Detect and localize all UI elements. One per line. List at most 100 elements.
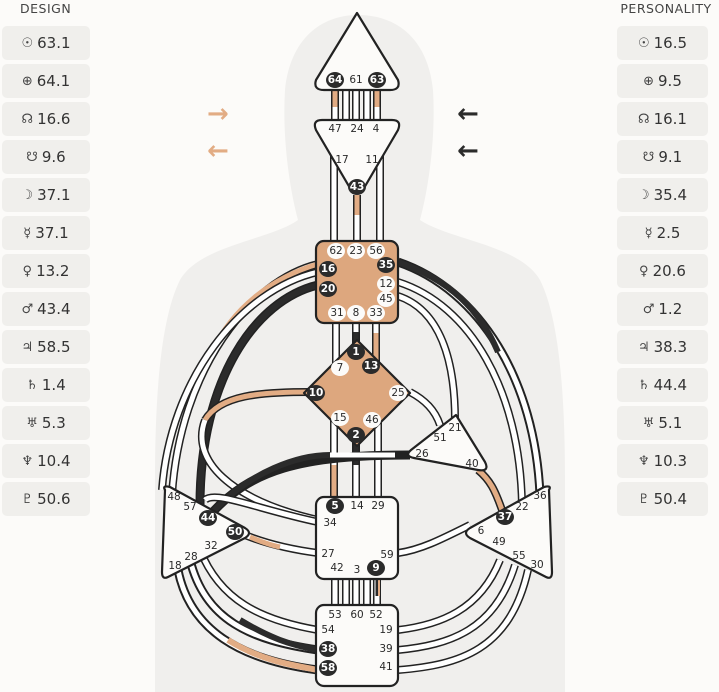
gate-59[interactable]: 59: [380, 549, 393, 561]
design-planet-neptune[interactable]: ♆10.4: [2, 444, 90, 478]
personality-planet-saturn[interactable]: ♄44.4: [617, 368, 708, 402]
personality-planet-north-node[interactable]: ☊16.1: [617, 102, 708, 136]
gate-55[interactable]: 55: [512, 550, 525, 562]
gate-38[interactable]: 38: [319, 641, 337, 657]
gate-51[interactable]: 51: [433, 432, 446, 444]
gate-43[interactable]: 43: [348, 179, 366, 195]
svg-text:22: 22: [515, 501, 528, 513]
design-planet-moon[interactable]: ☽37.1: [2, 178, 90, 212]
gate-10[interactable]: 10: [307, 385, 325, 401]
design-planet-south-node[interactable]: ☋9.6: [2, 140, 90, 174]
gate-26[interactable]: 26: [415, 448, 429, 460]
gate-36[interactable]: 36: [533, 490, 547, 502]
gate-20[interactable]: 20: [319, 281, 337, 297]
gate-25[interactable]: 25: [389, 385, 407, 401]
design-planet-venus[interactable]: ♀13.2: [2, 254, 90, 288]
gate-24[interactable]: 24: [350, 123, 364, 135]
gate-27[interactable]: 27: [321, 548, 334, 560]
heart-center[interactable]: [407, 413, 488, 472]
gate-1[interactable]: 1: [347, 344, 365, 360]
gate-12[interactable]: 12: [377, 276, 395, 292]
gate-15[interactable]: 15: [331, 410, 349, 426]
design-planet-jupiter[interactable]: ♃58.5: [2, 330, 90, 364]
sacral-center[interactable]: [314, 495, 400, 581]
gate-16[interactable]: 16: [319, 261, 337, 277]
gate-21[interactable]: 21: [448, 422, 461, 434]
gate-64[interactable]: 64: [326, 72, 344, 88]
gate-58[interactable]: 58: [319, 660, 337, 676]
gate-23[interactable]: 23: [347, 243, 365, 259]
design-planet-sun[interactable]: ☉63.1: [2, 26, 90, 60]
personality-planet-jupiter[interactable]: ♃38.3: [617, 330, 708, 364]
gate-56[interactable]: 56: [367, 243, 385, 259]
gate-31[interactable]: 31: [328, 305, 346, 321]
gate-6[interactable]: 6: [478, 525, 485, 537]
gate-4[interactable]: 4: [373, 123, 380, 135]
svg-text:13: 13: [364, 360, 379, 372]
gate-7[interactable]: 7: [331, 360, 349, 376]
gate-40[interactable]: 40: [465, 458, 478, 470]
gate-18[interactable]: 18: [168, 560, 181, 572]
gate-53[interactable]: 53: [328, 609, 341, 621]
gate-37[interactable]: 37: [496, 509, 514, 525]
personality-planet-uranus[interactable]: ♅5.1: [617, 406, 708, 440]
gate-30[interactable]: 30: [530, 559, 543, 571]
gate-54[interactable]: 54: [321, 624, 335, 636]
gate-62[interactable]: 62: [327, 243, 345, 259]
design-planet-pluto[interactable]: ♇50.6: [2, 482, 90, 516]
personality-planet-venus[interactable]: ♀20.6: [617, 254, 708, 288]
personality-planet-neptune[interactable]: ♆10.3: [617, 444, 708, 478]
design-planet-north-node[interactable]: ☊16.6: [2, 102, 90, 136]
gate-5[interactable]: 5: [326, 498, 344, 514]
gate-22[interactable]: 22: [515, 501, 528, 513]
gate-13[interactable]: 13: [362, 358, 380, 374]
gate-19[interactable]: 19: [379, 624, 392, 636]
pluto-icon: ♇: [637, 491, 650, 507]
personality-planet-mars[interactable]: ♂1.2: [617, 292, 708, 326]
gate-63[interactable]: 63: [368, 72, 386, 88]
personality-planet-mercury[interactable]: ☿2.5: [617, 216, 708, 250]
gate-3[interactable]: 3: [354, 564, 361, 576]
design-planet-saturn[interactable]: ♄1.4: [2, 368, 90, 402]
gate-44[interactable]: 44: [199, 510, 217, 526]
gate-29[interactable]: 29: [371, 500, 384, 512]
solar-plexus-center[interactable]: [464, 485, 554, 579]
throat-center[interactable]: [314, 239, 400, 325]
design-planet-mercury[interactable]: ☿37.1: [2, 216, 90, 250]
gate-17[interactable]: 17: [335, 154, 348, 166]
design-planet-uranus[interactable]: ♅5.3: [2, 406, 90, 440]
gate-45[interactable]: 45: [377, 291, 395, 307]
gate-14[interactable]: 14: [350, 500, 364, 512]
head-center[interactable]: [314, 11, 400, 92]
personality-planet-south-node[interactable]: ☋9.1: [617, 140, 708, 174]
gate-60[interactable]: 60: [350, 609, 363, 621]
spleen-center[interactable]: [160, 485, 251, 579]
personality-planet-pluto[interactable]: ♇50.4: [617, 482, 708, 516]
gate-47[interactable]: 47: [328, 123, 341, 135]
gate-46[interactable]: 46: [363, 412, 381, 428]
design-planet-mars[interactable]: ♂43.4: [2, 292, 90, 326]
gate-48[interactable]: 48: [167, 491, 180, 503]
gate-41[interactable]: 41: [379, 661, 392, 673]
gate-39[interactable]: 39: [379, 643, 392, 655]
gate-11[interactable]: 11: [365, 154, 378, 166]
g-center[interactable]: [302, 338, 412, 448]
gate-28[interactable]: 28: [184, 551, 197, 563]
gate-2[interactable]: 2: [347, 427, 365, 443]
gate-35[interactable]: 35: [377, 257, 395, 273]
gate-33[interactable]: 33: [367, 305, 385, 321]
personality-planet-sun[interactable]: ☉16.5: [617, 26, 708, 60]
personality-planet-moon[interactable]: ☽35.4: [617, 178, 708, 212]
design-planet-earth[interactable]: ⊕64.1: [2, 64, 90, 98]
gate-32[interactable]: 32: [204, 540, 217, 552]
gate-9[interactable]: 9: [367, 560, 385, 576]
gate-50[interactable]: 50: [226, 524, 244, 540]
gate-49[interactable]: 49: [492, 536, 505, 548]
gate-61[interactable]: 61: [349, 74, 362, 86]
gate-34[interactable]: 34: [323, 517, 337, 529]
personality-planet-earth[interactable]: ⊕9.5: [617, 64, 708, 98]
gate-57[interactable]: 57: [183, 501, 196, 513]
gate-8[interactable]: 8: [347, 305, 365, 321]
gate-52[interactable]: 52: [369, 609, 382, 621]
gate-42[interactable]: 42: [330, 562, 343, 574]
